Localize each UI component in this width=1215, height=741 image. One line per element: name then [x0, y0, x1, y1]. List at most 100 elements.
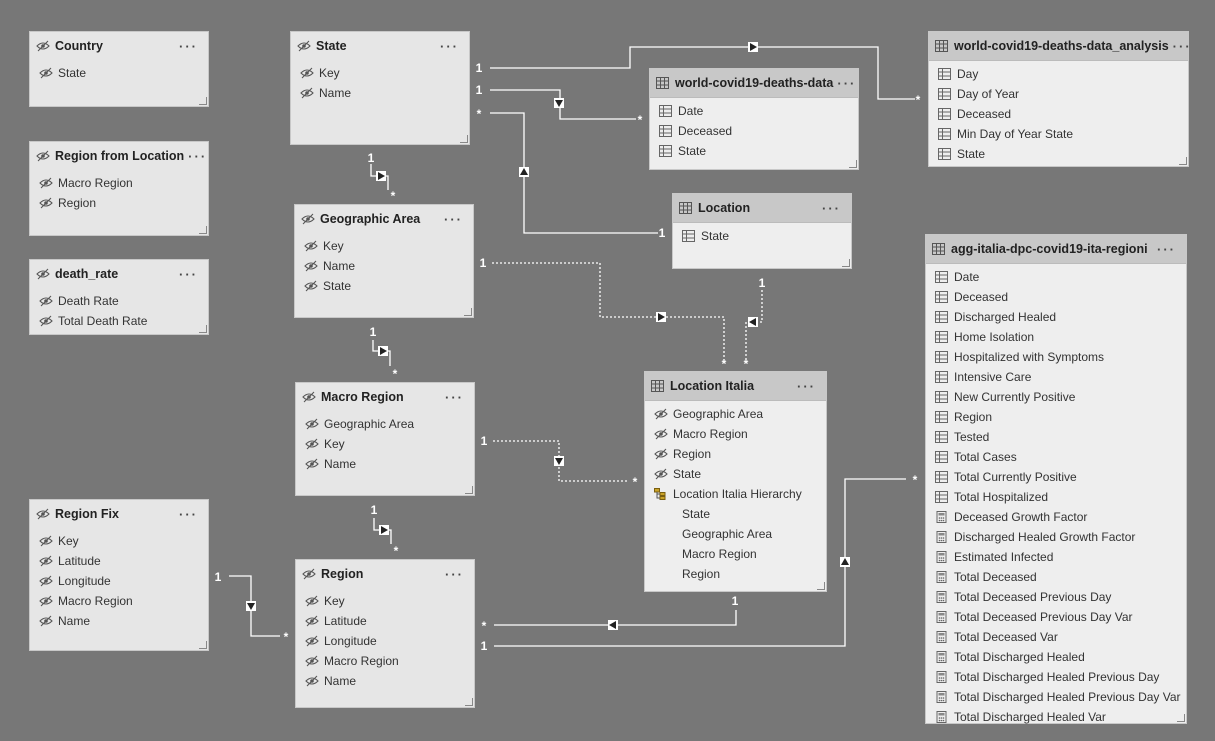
field-item[interactable]: Min Day of Year State: [929, 124, 1188, 144]
field-item[interactable]: Location Italia Hierarchy: [645, 484, 826, 504]
field-item[interactable]: Date: [650, 101, 858, 121]
field-item[interactable]: Deceased Growth Factor: [926, 507, 1186, 527]
field-item[interactable]: Home Isolation: [926, 327, 1186, 347]
table-header[interactable]: State···: [291, 32, 469, 60]
field-item[interactable]: Total Currently Positive: [926, 467, 1186, 487]
more-options-button[interactable]: ···: [797, 378, 816, 394]
field-item[interactable]: Name: [296, 671, 474, 691]
field-item[interactable]: Name: [295, 256, 473, 276]
field-item[interactable]: Total Deceased: [926, 567, 1186, 587]
field-item[interactable]: Total Deceased Previous Day Var: [926, 607, 1186, 627]
relationship-state-to-analysis[interactable]: 1*: [476, 42, 921, 107]
relationship-location-to-state[interactable]: 1*: [477, 107, 666, 240]
field-item[interactable]: Key: [295, 236, 473, 256]
more-options-button[interactable]: ···: [179, 266, 198, 282]
relationship-location-italia-self[interactable]: 1*: [744, 276, 766, 371]
field-item[interactable]: Key: [296, 591, 474, 611]
resize-handle[interactable]: [849, 160, 857, 168]
field-item[interactable]: Total Cases: [926, 447, 1186, 467]
field-item[interactable]: Day of Year: [929, 84, 1188, 104]
table-header[interactable]: Location Italia···: [645, 372, 826, 401]
field-item[interactable]: Total Discharged Healed: [926, 647, 1186, 667]
table-header[interactable]: world-covid19-deaths-data···: [650, 69, 858, 98]
table-header[interactable]: Location···: [673, 194, 851, 223]
field-item[interactable]: Total Hospitalized: [926, 487, 1186, 507]
field-item[interactable]: Death Rate: [30, 291, 208, 311]
field-item[interactable]: State: [929, 144, 1188, 164]
resize-handle[interactable]: [842, 259, 850, 267]
more-options-button[interactable]: ···: [837, 75, 857, 91]
field-item[interactable]: Discharged Healed: [926, 307, 1186, 327]
table-header[interactable]: Region Fix···: [30, 500, 208, 528]
field-item[interactable]: Date: [926, 267, 1186, 287]
relationship-geographic-area-to-location-italia[interactable]: 1*: [480, 256, 727, 371]
resize-handle[interactable]: [465, 486, 473, 494]
field-item[interactable]: Key: [291, 63, 469, 83]
table-card-country[interactable]: Country···State: [29, 31, 209, 107]
field-item[interactable]: Day: [929, 64, 1188, 84]
resize-handle[interactable]: [199, 226, 207, 234]
hierarchy-level[interactable]: State: [645, 504, 826, 524]
more-options-button[interactable]: ···: [445, 389, 464, 405]
field-item[interactable]: Macro Region: [645, 424, 826, 444]
field-item[interactable]: Total Discharged Healed Var: [926, 707, 1186, 727]
resize-handle[interactable]: [199, 325, 207, 333]
more-options-button[interactable]: ···: [444, 211, 463, 227]
relationship-line[interactable]: [494, 610, 737, 626]
more-options-button[interactable]: ···: [188, 148, 208, 164]
resize-handle[interactable]: [199, 641, 207, 649]
table-header[interactable]: death_rate···: [30, 260, 208, 288]
field-item[interactable]: Key: [296, 434, 474, 454]
field-item[interactable]: Deceased: [926, 287, 1186, 307]
field-item[interactable]: Deceased: [929, 104, 1188, 124]
table-header[interactable]: Country···: [30, 32, 208, 60]
hierarchy-level[interactable]: Geographic Area: [645, 524, 826, 544]
relationship-location-italia-to-region[interactable]: 1*: [482, 594, 739, 633]
resize-handle[interactable]: [460, 135, 468, 143]
table-header[interactable]: Geographic Area···: [295, 205, 473, 233]
resize-handle[interactable]: [199, 97, 207, 105]
field-item[interactable]: Deceased: [650, 121, 858, 141]
relationship-region-to-agg-italia[interactable]: 1*: [481, 473, 918, 653]
field-item[interactable]: Latitude: [30, 551, 208, 571]
field-item[interactable]: Region: [926, 407, 1186, 427]
table-header[interactable]: Macro Region···: [296, 383, 474, 411]
field-item[interactable]: Longitude: [30, 571, 208, 591]
relationship-macro-region-to-location-italia[interactable]: 1*: [481, 434, 638, 489]
relationship-line[interactable]: [492, 262, 725, 362]
relationship-state-to-geographic-area[interactable]: 1*: [368, 151, 396, 203]
resize-handle[interactable]: [1179, 157, 1187, 165]
field-item[interactable]: Key: [30, 531, 208, 551]
hierarchy-level[interactable]: Macro Region: [645, 544, 826, 564]
field-item[interactable]: Name: [291, 83, 469, 103]
field-item[interactable]: Total Discharged Healed Previous Day Var: [926, 687, 1186, 707]
field-item[interactable]: Region: [645, 444, 826, 464]
field-item[interactable]: State: [645, 464, 826, 484]
more-options-button[interactable]: ···: [1157, 241, 1176, 257]
field-item[interactable]: State: [295, 276, 473, 296]
hierarchy-level[interactable]: Region: [645, 564, 826, 584]
field-item[interactable]: Total Death Rate: [30, 311, 208, 331]
field-item[interactable]: Geographic Area: [645, 404, 826, 424]
relationship-line[interactable]: [490, 112, 658, 234]
more-options-button[interactable]: ···: [445, 566, 464, 582]
field-item[interactable]: Total Deceased Previous Day: [926, 587, 1186, 607]
field-item[interactable]: Intensive Care: [926, 367, 1186, 387]
relationship-region-fix-to-region[interactable]: 1*: [215, 570, 289, 644]
more-options-button[interactable]: ···: [179, 38, 198, 54]
field-item[interactable]: Macro Region: [30, 591, 208, 611]
table-card-world-covid19-deaths-data-analysis[interactable]: world-covid19-deaths-data_analysis···Day…: [928, 31, 1190, 167]
field-item[interactable]: Macro Region: [30, 173, 208, 193]
field-item[interactable]: New Currently Positive: [926, 387, 1186, 407]
field-item[interactable]: State: [673, 226, 851, 246]
field-item[interactable]: Name: [296, 454, 474, 474]
field-item[interactable]: Estimated Infected: [926, 547, 1186, 567]
